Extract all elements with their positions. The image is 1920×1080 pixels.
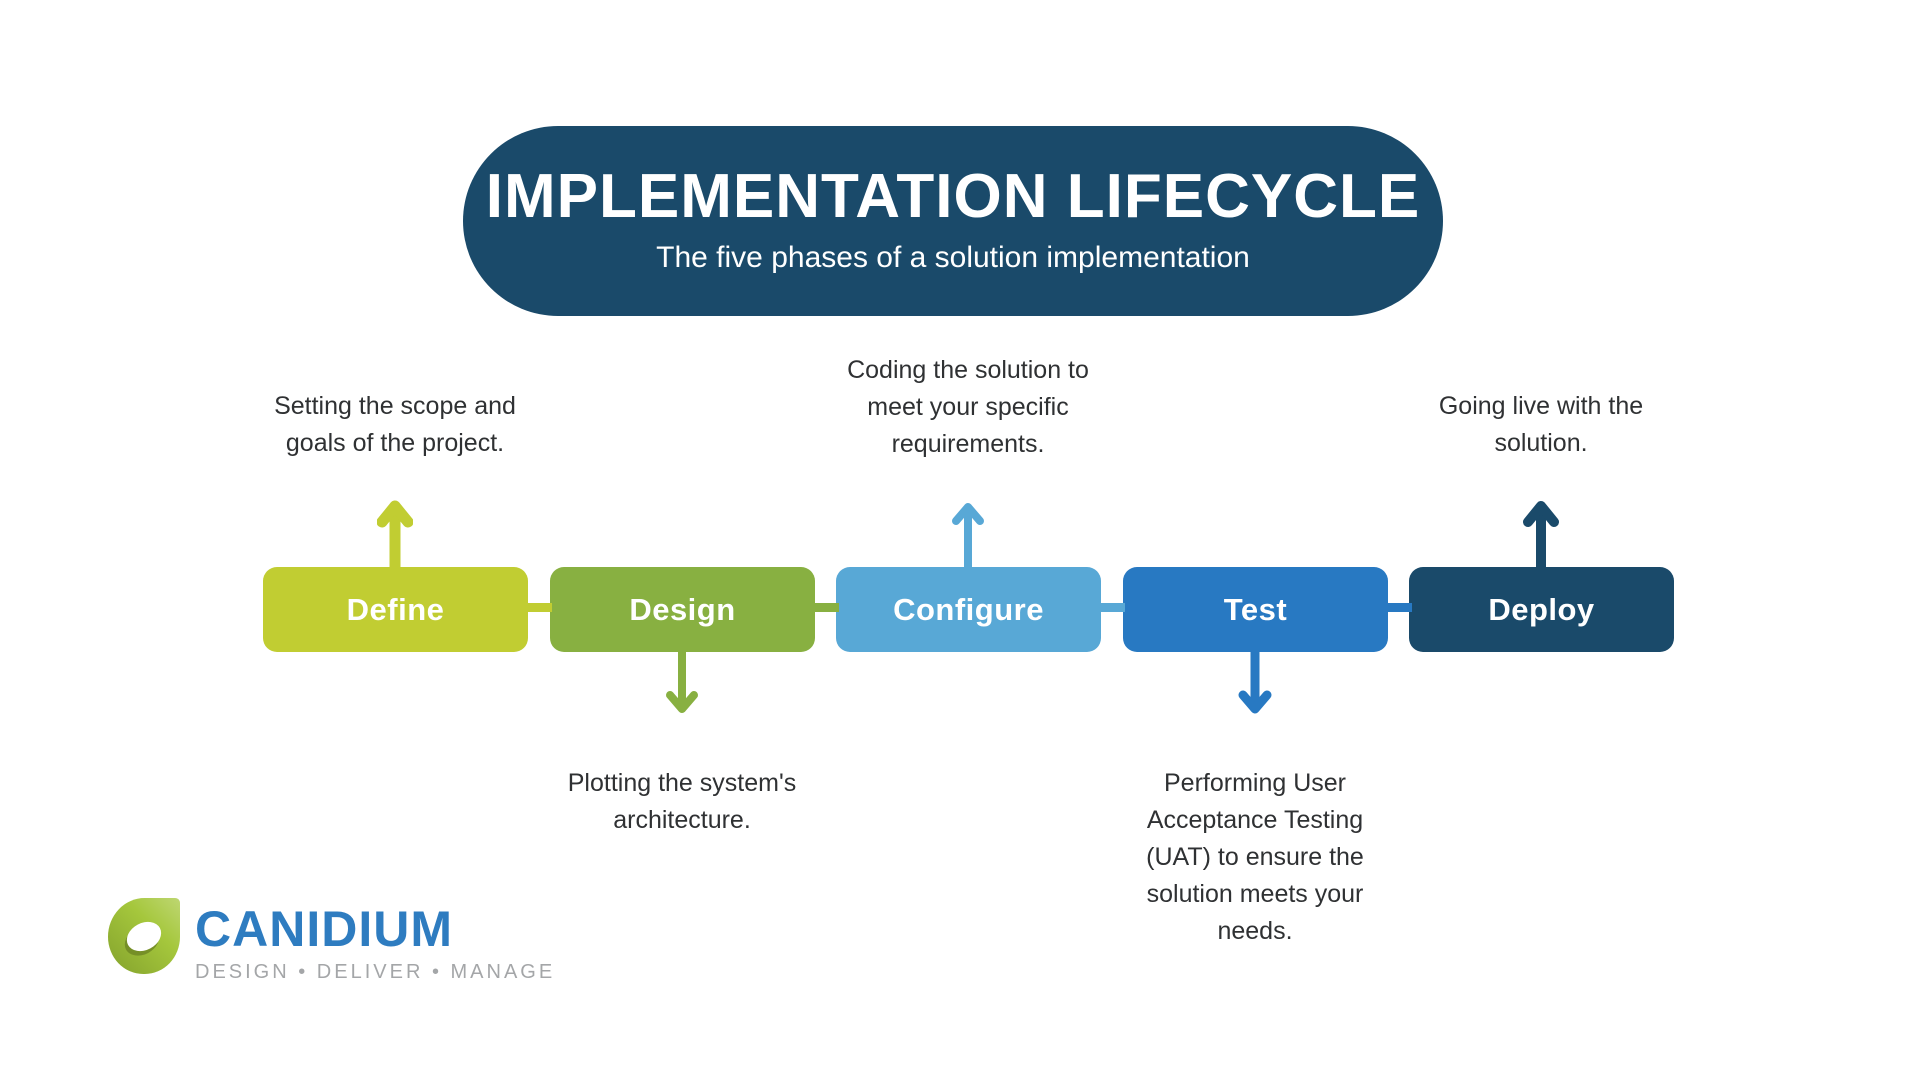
deploy-description-line: solution. xyxy=(1494,429,1588,457)
deploy-up-arrow-icon xyxy=(1523,501,1559,567)
phase-box-deploy: Deploy xyxy=(1409,567,1674,652)
canidium-drop-hole xyxy=(121,916,167,957)
canidium-logo-tagline: DESIGN • DELIVER • MANAGE xyxy=(195,961,556,983)
connector-define-design xyxy=(526,603,552,612)
define-up-arrow-icon xyxy=(377,500,413,567)
test-description-line: solution meets your xyxy=(1146,880,1364,908)
design-description-line: architecture. xyxy=(613,806,751,834)
phase-label-design: Design xyxy=(629,591,736,627)
configure-description: Coding the solution to meet your specifi… xyxy=(818,352,1118,463)
configure-description-line: requirements. xyxy=(891,430,1045,458)
test-description: Performing User Acceptance Testing (UAT)… xyxy=(1105,765,1405,950)
design-description: Plotting the system's architecture. xyxy=(532,765,832,839)
canidium-logo: CANIDIUM DESIGN • DELIVER • MANAGE xyxy=(108,898,555,984)
test-down-arrow-icon xyxy=(1238,651,1272,714)
page-subtitle: The five phases of a solution implementa… xyxy=(656,241,1250,274)
test-description-line: needs. xyxy=(1217,917,1293,945)
phase-label-define: Define xyxy=(346,591,445,627)
canidium-drop-icon xyxy=(108,898,180,974)
title-banner: IMPLEMENTATION LIFECYCLE The five phases… xyxy=(463,126,1443,316)
deploy-description-line: Going live with the xyxy=(1438,392,1644,420)
connector-test-deploy xyxy=(1386,603,1412,612)
deploy-description: Going live with the solution. xyxy=(1391,388,1691,462)
design-down-arrow-icon xyxy=(666,651,698,713)
configure-up-arrow-icon xyxy=(952,503,984,567)
test-description-line: (UAT) to ensure the xyxy=(1146,843,1364,871)
phase-box-define: Define xyxy=(263,567,528,652)
phase-box-test: Test xyxy=(1123,567,1388,652)
configure-description-line: meet your specific xyxy=(867,393,1069,421)
canidium-logo-name: CANIDIUM xyxy=(195,901,453,957)
define-description-line: goals of the project. xyxy=(285,429,505,457)
configure-description-line: Coding the solution to xyxy=(847,356,1089,384)
define-description-line: Setting the scope and xyxy=(274,392,516,420)
phase-box-design: Design xyxy=(550,567,815,652)
connector-configure-test xyxy=(1099,603,1125,612)
phase-label-test: Test xyxy=(1223,591,1288,627)
phase-label-deploy: Deploy xyxy=(1488,591,1595,627)
phase-label-configure: Configure xyxy=(893,591,1044,627)
canidium-logo-text: CANIDIUM DESIGN • DELIVER • MANAGE xyxy=(195,898,555,984)
connector-design-configure xyxy=(813,603,839,612)
phase-box-configure: Configure xyxy=(836,567,1101,652)
define-description: Setting the scope and goals of the proje… xyxy=(245,388,545,462)
design-description-line: Plotting the system's xyxy=(567,769,797,797)
test-description-line: Performing User xyxy=(1164,769,1346,797)
page-title: IMPLEMENTATION LIFECYCLE xyxy=(485,162,1421,231)
test-description-line: Acceptance Testing xyxy=(1146,806,1364,834)
